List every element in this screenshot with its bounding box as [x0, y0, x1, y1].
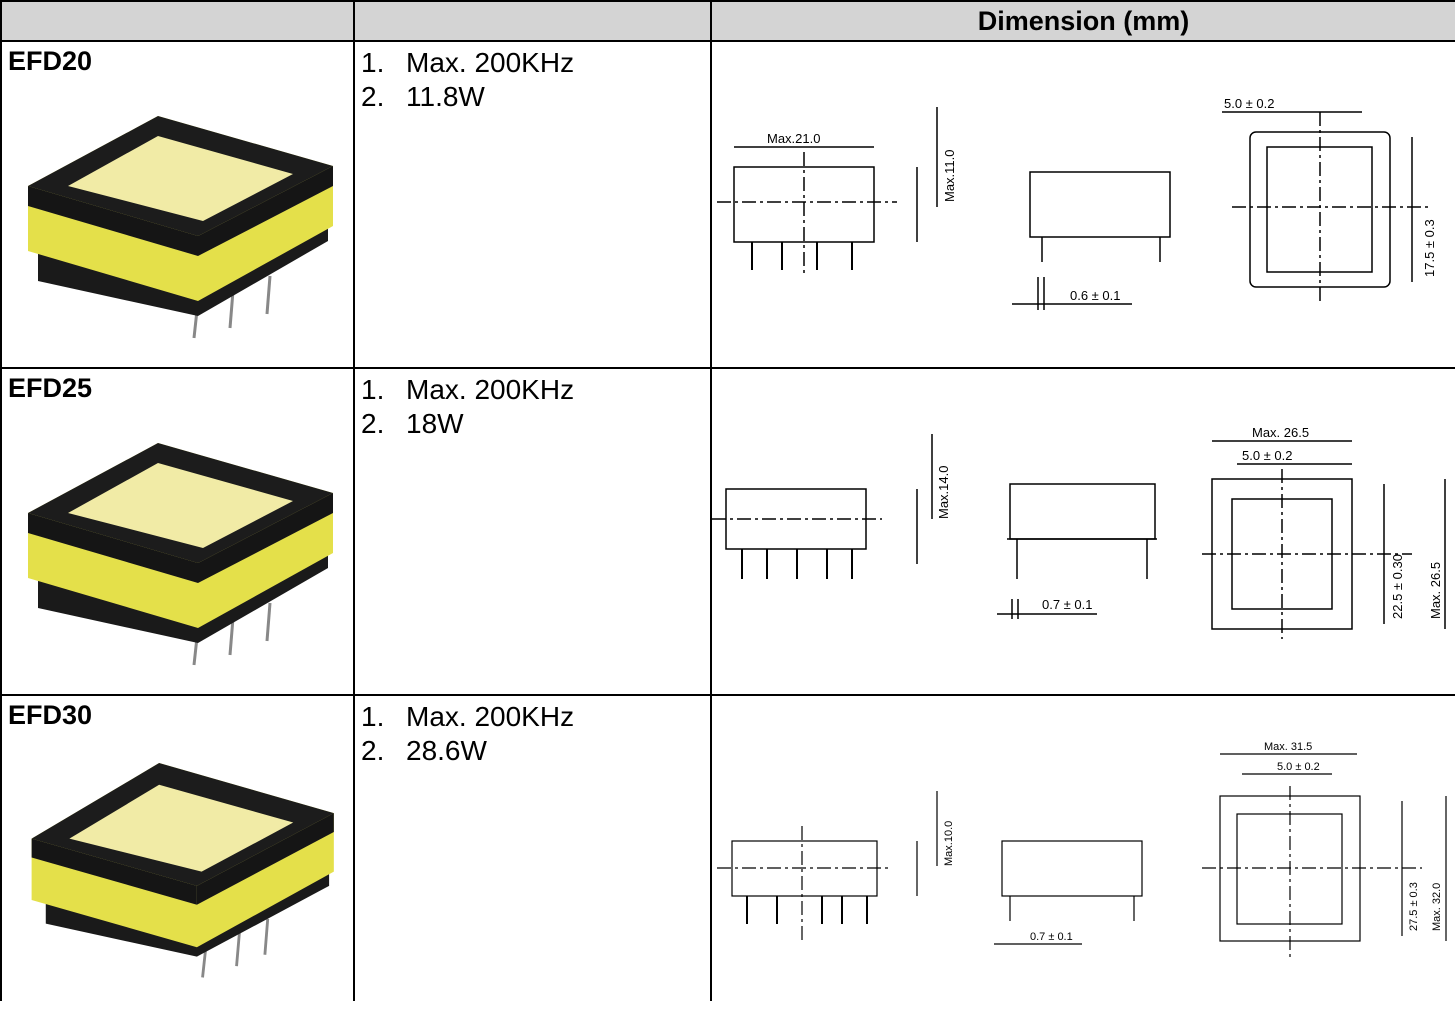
- table-row: EFD25 1.Max. 200KHz 2.18W: [0, 367, 1455, 696]
- list-item: 2.11.8W: [361, 81, 485, 112]
- dimension-cell: Max.14.0 0.7 ± 0.1 Max. 26.5 5.0 ± 0.2 2…: [710, 367, 1455, 696]
- features-cell: 1.Max. 200KHz 2.28.6W: [353, 694, 712, 1001]
- dim-height-label: Max.11.0: [942, 149, 957, 202]
- dim-overall-label: Max. 32.0: [1431, 883, 1443, 931]
- model-cell: EFD30: [0, 694, 355, 1001]
- dim-pin-label: 0.7 ± 0.1: [1030, 931, 1073, 943]
- model-cell: EFD25: [0, 367, 355, 696]
- model-name: EFD30: [8, 700, 93, 730]
- dim-height-label: Max.10.0: [943, 821, 955, 866]
- model-cell: EFD20: [0, 40, 355, 369]
- header-cell-features: [353, 0, 712, 42]
- feature-list: 1.Max. 200KHz 2.28.6W: [355, 696, 710, 768]
- list-item: 1.Max. 200KHz: [361, 47, 575, 78]
- dim-overall-label: Max. 26.5: [1428, 562, 1443, 619]
- dimension-cell: Max.10.0 0.7 ± 0.1 Max. 31.5 5.0 ± 0.2 2…: [710, 694, 1455, 1001]
- header-cell-dimension: Dimension (mm): [710, 0, 1455, 42]
- header-row: Dimension (mm): [0, 0, 1455, 42]
- list-item: 2.18W: [361, 408, 464, 439]
- dimension-drawing: Max.10.0 0.7 ± 0.1 Max. 31.5 5.0 ± 0.2 2…: [717, 741, 1447, 961]
- dim-pitch-label: 5.0 ± 0.2: [1242, 448, 1293, 463]
- dim-span-label: 27.5 ± 0.3: [1408, 882, 1420, 931]
- table-row: EFD30 1.Max. 200KHz 2.28.6W: [0, 694, 1455, 1001]
- dimension-drawing: Max.21.0 Max.11.0 0.6 ± 0.1 5.0 ± 0.2 17…: [717, 96, 1437, 310]
- dimension-cell: Max.21.0 Max.11.0 0.6 ± 0.1 5.0 ± 0.2 17…: [710, 40, 1455, 369]
- table-row: EFD20 1.Max. 200KHz 2.11.8W: [0, 40, 1455, 369]
- transformer-photo: [28, 116, 333, 339]
- model-name: EFD25: [8, 373, 93, 403]
- header-cell-model: [0, 0, 355, 42]
- list-item: 1.Max. 200KHz: [361, 701, 575, 732]
- dim-pitch-label: 5.0 ± 0.2: [1277, 761, 1320, 773]
- dim-pitch-label: 5.0 ± 0.2: [1224, 96, 1275, 111]
- dim-pin-label: 0.7 ± 0.1: [1042, 597, 1093, 612]
- dim-pin-label: 0.6 ± 0.1: [1070, 288, 1121, 303]
- feature-list: 1.Max. 200KHz 2.11.8W: [355, 42, 710, 114]
- list-item: 1.Max. 200KHz: [361, 374, 575, 405]
- list-item: 2.28.6W: [361, 735, 487, 766]
- dim-span-label: 17.5 ± 0.3: [1422, 219, 1437, 277]
- features-cell: 1.Max. 200KHz 2.11.8W: [353, 40, 712, 369]
- dimension-drawing: Max.14.0 0.7 ± 0.1 Max. 26.5 5.0 ± 0.2 2…: [712, 425, 1446, 639]
- transformer-photo: [28, 443, 333, 666]
- dim-height-label: Max.14.0: [936, 466, 951, 519]
- model-name: EFD20: [8, 46, 93, 76]
- dim-top-width-label: Max. 26.5: [1252, 425, 1309, 440]
- feature-list: 1.Max. 200KHz 2.18W: [355, 369, 710, 441]
- features-cell: 1.Max. 200KHz 2.18W: [353, 367, 712, 696]
- dim-span-label: 22.5 ± 0.30: [1390, 554, 1405, 619]
- dim-top-width-label: Max. 31.5: [1264, 741, 1312, 753]
- transformer-photo: [31, 763, 334, 978]
- dim-width-label: Max.21.0: [767, 131, 820, 146]
